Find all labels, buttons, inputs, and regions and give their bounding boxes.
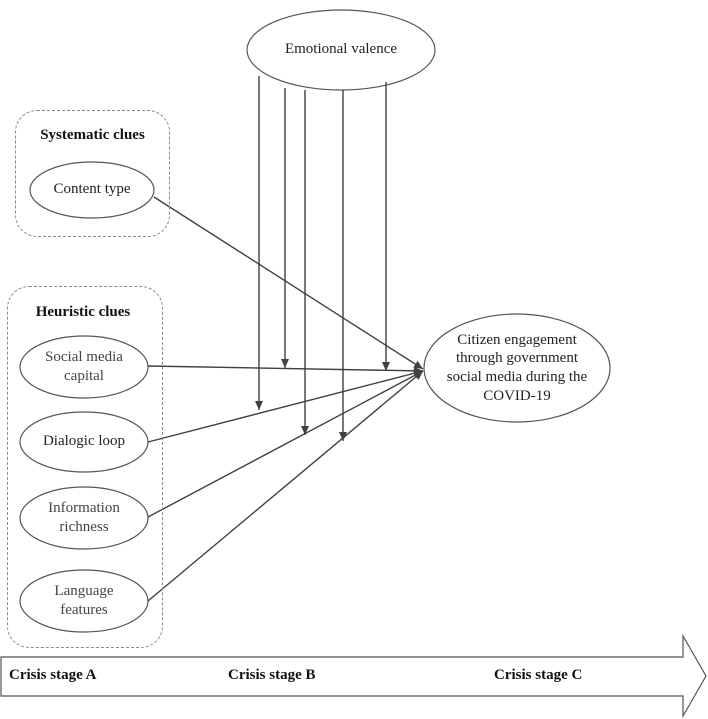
systematic-clues-title: Systematic clues — [40, 127, 145, 143]
heuristic-clues-title: Heuristic clues — [35, 304, 131, 320]
information-richness-node: Information richness — [48, 499, 120, 536]
language-features-node: Language features — [54, 582, 114, 619]
dialogic-loop-node: Dialogic loop — [42, 433, 126, 450]
systematic-clues-group: Systematic clues — [15, 110, 170, 237]
information-richness-ellipse — [19, 486, 149, 550]
arrow-social-media-capital — [147, 365, 424, 375]
social-media-capital-ellipse — [19, 335, 149, 399]
arrow-content-type — [153, 196, 424, 370]
timeline-arrow — [0, 633, 707, 719]
emotional-valence-node: Emotional valence — [284, 41, 398, 58]
citizen-engagement-node: Citizen engagement through government so… — [446, 331, 588, 404]
crisis-stage-a-label: Crisis stage A — [9, 667, 97, 683]
content-type-ellipse — [29, 161, 155, 219]
arrow-information-richness — [147, 370, 424, 518]
arrow-language-features — [147, 370, 424, 602]
citizen-engagement-ellipse — [423, 313, 611, 423]
emotional-valence-ellipse — [246, 9, 436, 91]
arrow-dialogic-loop — [147, 369, 424, 443]
content-type-node: Content type — [53, 181, 131, 198]
crisis-stage-b-label: Crisis stage B — [228, 667, 316, 683]
heuristic-clues-group: Heuristic clues — [7, 286, 163, 648]
crisis-stage-c-label: Crisis stage C — [494, 667, 583, 683]
social-media-capital-node: Social media capital — [45, 348, 123, 385]
